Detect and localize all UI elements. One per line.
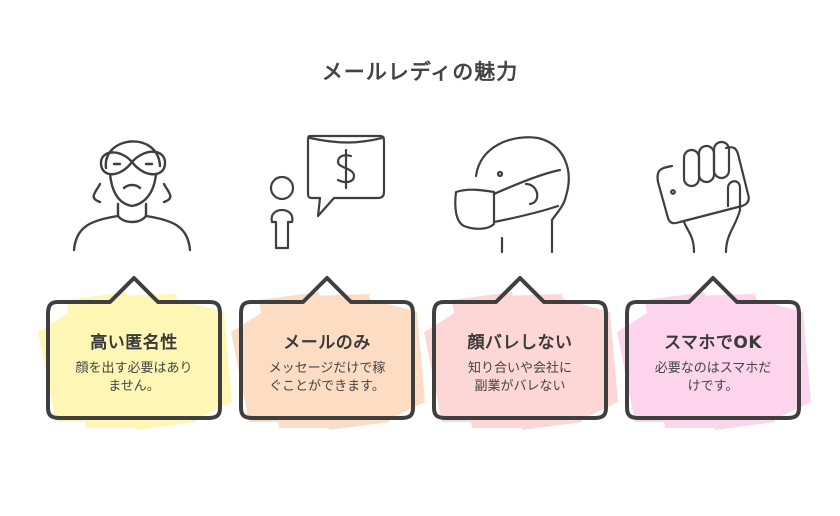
face-mask-head-icon: [452, 126, 592, 256]
description-line: 必要なのはスマホだ: [654, 361, 772, 376]
masked-person-icon: [62, 126, 202, 256]
feature-title: メールのみ: [283, 333, 371, 353]
description-line: けです。: [687, 379, 739, 394]
card-background: [38, 276, 232, 430]
hand-holding-smartphone-icon: [646, 126, 786, 256]
feature-description: 顔を出す必要はあり ません。: [60, 360, 208, 396]
description-line: 顔を出す必要はあり: [75, 361, 193, 376]
feature-card-no-face-reveal: 顔バレしない 知り合いや会社に 副業がバレない: [424, 272, 618, 430]
description-line: 副業がバレない: [474, 379, 566, 394]
feature-card-anonymity: 高い匿名性 顔を出す必要はあり ません。: [38, 272, 232, 430]
description-line: 知り合いや会社に: [467, 361, 572, 376]
feature-card-smartphone-ok: スマホでOK 必要なのはスマホだ けです。: [617, 272, 811, 430]
card-background: [231, 276, 425, 430]
description-line: メッセージだけで稼: [268, 361, 386, 376]
feature-title: 顔バレしない: [467, 333, 573, 353]
feature-description: 知り合いや会社に 副業がバレない: [446, 360, 594, 396]
description-line: ません。: [108, 379, 160, 394]
feature-description: メッセージだけで稼 ぐことができます。: [253, 360, 401, 396]
feature-description: 必要なのはスマホだ けです。: [639, 360, 787, 396]
page-title: メールレディの魅力: [321, 60, 519, 84]
card-background: [617, 276, 811, 430]
card-background: [424, 276, 618, 430]
description-line: ぐことができます。: [269, 379, 385, 394]
feature-title: スマホでOK: [663, 333, 763, 353]
person-money-speech-icon: [258, 126, 398, 256]
feature-title: 高い匿名性: [90, 333, 178, 353]
feature-card-mail-only: メールのみ メッセージだけで稼 ぐことができます。: [231, 272, 425, 430]
